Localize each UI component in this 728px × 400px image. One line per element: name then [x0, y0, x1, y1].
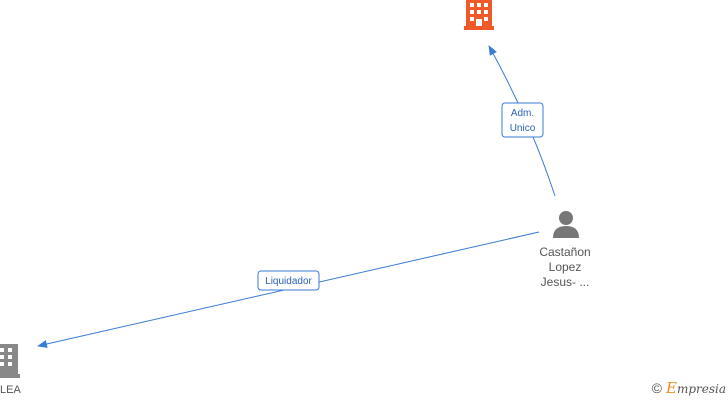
person-label-line: Jesus- ...: [540, 275, 590, 289]
edge-label-liquidador-text: Liquidador: [265, 276, 312, 287]
person-label-line: Lopez: [548, 260, 582, 274]
edge-label-adm-unico-line2: Unico: [510, 123, 536, 134]
person-icon[interactable]: [553, 211, 579, 238]
person-label-line: Castañon: [539, 245, 591, 259]
edge-label-adm-unico-line1: Adm.: [511, 108, 534, 119]
empresia-watermark: © Empresia: [652, 379, 726, 397]
edge-label-adm-unico: Adm. Unico: [501, 102, 544, 138]
edge-label-liquidador: Liquidador: [257, 270, 320, 291]
company-left-label[interactable]: LEA: [0, 384, 21, 396]
person-node-label[interactable]: Castañon Lopez Jesus- ...: [524, 245, 606, 290]
building-icon[interactable]: [464, 0, 494, 30]
copyright-icon: ©: [651, 380, 662, 396]
empresia-logo: Empresia: [665, 379, 726, 397]
building-icon[interactable]: [0, 344, 20, 378]
